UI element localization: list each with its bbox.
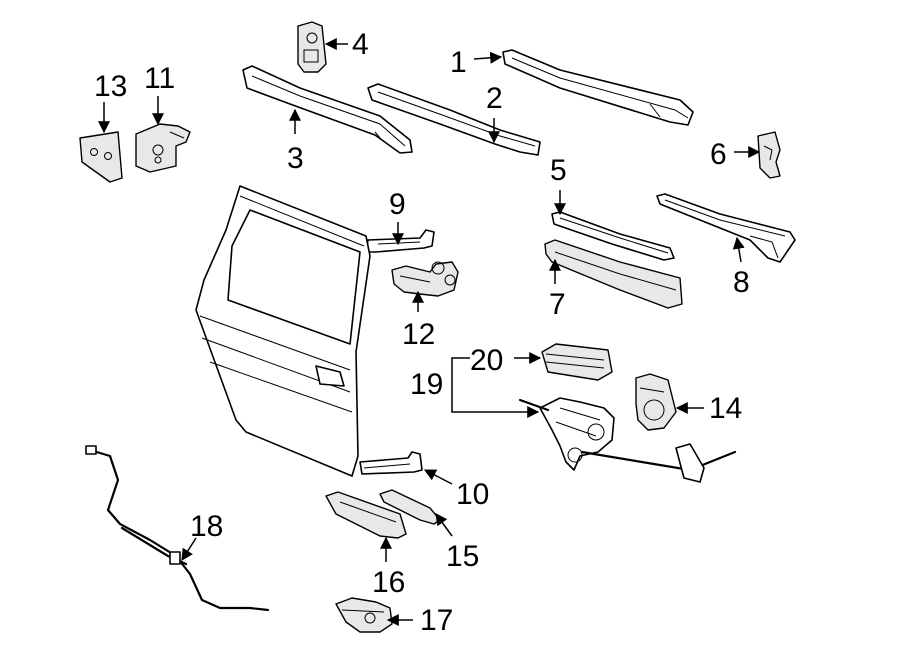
part-18-wire-harness <box>85 445 270 612</box>
part-12-roller-bracket <box>391 261 459 297</box>
callout-6: 6 <box>710 138 727 171</box>
part-7-lower-sill <box>544 239 683 309</box>
part-16-step-pad <box>325 491 407 539</box>
sliding-door-shell <box>195 185 371 477</box>
part-11-hinge <box>135 123 191 173</box>
part-3-rail <box>242 65 413 154</box>
leader-lines <box>98 38 761 626</box>
callout-5: 5 <box>550 154 567 187</box>
callout-14: 14 <box>709 392 742 425</box>
part-9-upper-arm <box>365 229 435 253</box>
callout-2: 2 <box>486 82 503 115</box>
callout-19: 19 <box>410 368 443 401</box>
callout-16: 16 <box>372 566 405 599</box>
callout-3: 3 <box>287 142 304 175</box>
callout-13: 13 <box>94 70 127 103</box>
callout-12: 12 <box>402 318 435 351</box>
part-6-bracket <box>757 131 781 179</box>
part-1-upper-track <box>502 49 694 126</box>
callout-18: 18 <box>190 510 223 543</box>
callout-4: 4 <box>352 28 369 61</box>
part-20-control-module <box>541 343 613 381</box>
callout-7: 7 <box>549 288 566 321</box>
callout-20: 20 <box>470 344 503 377</box>
part-19-motor-assembly <box>518 397 737 483</box>
callout-8: 8 <box>733 266 750 299</box>
part-8-sill-trim <box>656 193 796 263</box>
callout-labels: 1 2 3 4 5 6 7 8 9 10 11 12 13 14 15 16 1… <box>94 28 750 637</box>
part-13-hinge-plate <box>79 131 123 183</box>
callout-11: 11 <box>144 62 175 95</box>
part-5-sill-strip <box>551 211 675 261</box>
callout-1: 1 <box>450 46 467 79</box>
callout-9: 9 <box>389 188 406 221</box>
part-4-bracket <box>297 21 327 73</box>
callout-15: 15 <box>446 540 479 573</box>
part-10-lower-arm <box>359 451 423 475</box>
part-14-latch-actuator <box>635 373 677 431</box>
callout-10: 10 <box>456 478 489 511</box>
callout-17: 17 <box>420 604 453 637</box>
part-17-latch <box>335 597 393 633</box>
